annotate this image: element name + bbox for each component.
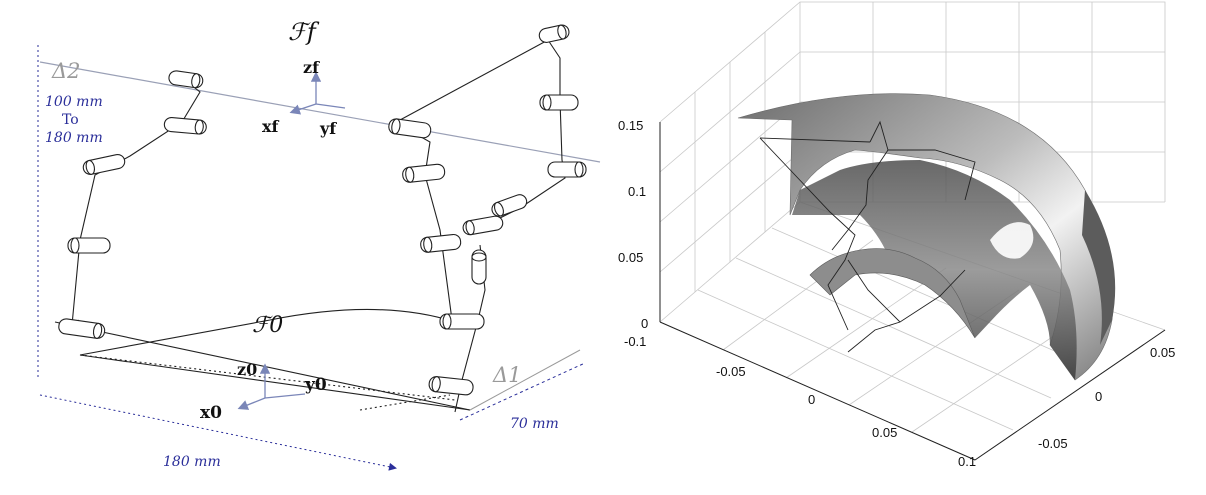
delta2-label: Δ2 bbox=[51, 59, 81, 83]
z-tick: 0.1 bbox=[628, 184, 646, 199]
z-tick: 0 bbox=[641, 316, 648, 331]
x-tick: -0.05 bbox=[716, 364, 746, 379]
plot-grid bbox=[659, 1, 1166, 461]
dim-vertical-line3: 180 mm bbox=[45, 130, 103, 146]
x-ticks: -0.1 -0.05 0 0.05 0.1 bbox=[624, 334, 976, 469]
top-axes bbox=[289, 71, 346, 115]
axis-x0-label: x0 bbox=[200, 403, 222, 423]
x-tick: -0.1 bbox=[624, 334, 646, 349]
y-ticks: 0.05 0 -0.05 bbox=[1038, 345, 1175, 451]
y-tick: 0.05 bbox=[1150, 345, 1175, 360]
delta1-axis bbox=[469, 349, 581, 411]
y-tick: -0.05 bbox=[1038, 436, 1068, 451]
dim-vertical-line1: 100 mm bbox=[45, 94, 103, 110]
frame-final-label: ℱf bbox=[288, 18, 320, 46]
right-plot: 0.15 0.1 0.05 0 -0.1 -0.05 0 0.05 0.1 0.… bbox=[618, 1, 1175, 469]
surface bbox=[737, 93, 1116, 381]
z-ticks: 0.15 0.1 0.05 0 bbox=[618, 118, 648, 331]
y-tick: 0 bbox=[1095, 389, 1102, 404]
left-diagram: ℱf zf xf yf ℱ0 z0 x0 y0 Δ2 Δ1 100 mm To … bbox=[37, 18, 601, 471]
joints bbox=[58, 24, 587, 396]
bottom-dimension-line bbox=[39, 394, 397, 471]
axis-xf-label: xf bbox=[262, 117, 280, 136]
delta1-dim-line bbox=[459, 362, 586, 421]
axis-zf-label: zf bbox=[303, 58, 320, 77]
axis-z0-label: z0 bbox=[237, 360, 257, 379]
x-tick: 0 bbox=[808, 392, 815, 407]
delta1-label: Δ1 bbox=[492, 363, 522, 387]
frame-base-label: ℱ0 bbox=[252, 313, 283, 338]
dim-bottom-label: 180 mm bbox=[163, 454, 221, 470]
plot-axes bbox=[659, 122, 1166, 461]
skeleton-lines bbox=[759, 120, 976, 353]
x-tick: 0.05 bbox=[872, 425, 897, 440]
dim-right-label: 70 mm bbox=[510, 416, 559, 432]
delta2-axis bbox=[39, 61, 601, 163]
z-tick: 0.05 bbox=[618, 250, 643, 265]
base-axes bbox=[237, 363, 306, 410]
z-tick: 0.15 bbox=[618, 118, 643, 133]
axis-yf-label: yf bbox=[319, 119, 337, 138]
x-tick: 0.1 bbox=[958, 454, 976, 469]
axis-y0-label: y0 bbox=[304, 375, 327, 395]
dim-vertical-line2: To bbox=[62, 112, 79, 128]
